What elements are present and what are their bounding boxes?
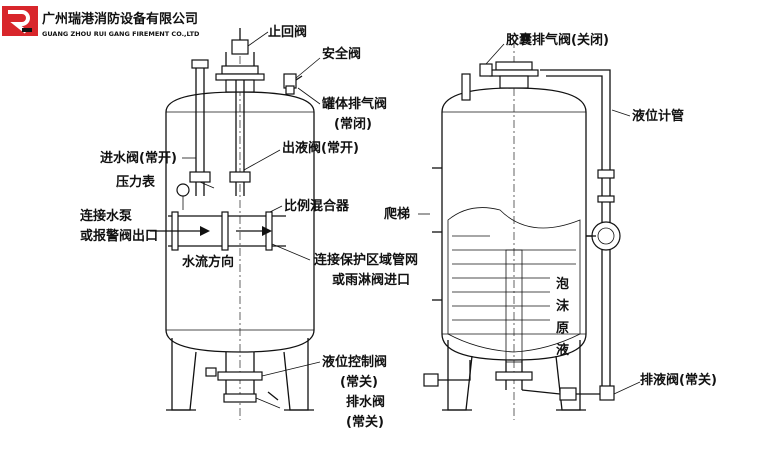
left-label-group: 止回阀 安全阀 罐体排气阀 (常闭) 进水阀(常开) 压力表 出液阀(常开) 比…	[80, 24, 418, 430]
label-foam-char-2: 沫	[556, 298, 570, 314]
sight-glass	[591, 221, 621, 251]
right-tank	[423, 40, 621, 420]
label-deluge-valve-inlet: 或雨淋阀进口	[332, 272, 410, 288]
label-foam-char-1: 泡	[556, 276, 569, 292]
liquid-drain-valve	[559, 387, 577, 401]
label-foam-char-4: 液	[556, 342, 569, 358]
left-leaders	[182, 31, 321, 409]
company-name-en: GUANG ZHOU RUI GANG FIREMENT CO.,LTD	[42, 30, 200, 38]
left-tank	[150, 28, 315, 420]
label-liquid-drain-valve: 排液阀(常关)	[640, 372, 717, 388]
outlet-valve	[229, 171, 251, 183]
company-logo: 广州瑞港消防设备有限公司 GUANG ZHOU RUI GANG FIREMEN…	[2, 6, 200, 38]
label-safety-valve: 安全阀	[322, 46, 361, 62]
label-foam-char-3: 原	[556, 321, 569, 336]
bladder-vent-valve	[479, 63, 493, 77]
inlet-valve	[189, 171, 211, 183]
label-inlet-valve: 进水阀(常开)	[100, 150, 177, 166]
label-water-flow: 水流方向	[182, 254, 234, 270]
ladder	[432, 167, 442, 301]
pressure-gauge	[176, 183, 190, 197]
company-name-cn: 广州瑞港消防设备有限公司	[42, 11, 198, 27]
label-pump-connection: 连接水泵	[80, 208, 132, 224]
label-drain-valve: 排水阀	[346, 394, 385, 410]
level-gauge-pipe	[540, 69, 611, 400]
foam-bladder	[447, 207, 581, 353]
check-valve	[231, 39, 249, 55]
label-zone-pipe-connection: 连接保护区域管网	[314, 252, 418, 268]
label-bladder-vent-valve: 胶囊排气阀(关闭)	[506, 32, 609, 48]
right-leaders	[418, 43, 641, 395]
label-normally-closed-2: (常关)	[340, 374, 378, 390]
label-check-valve: 止回阀	[268, 24, 307, 40]
label-pressure-gauge: 压力表	[116, 174, 156, 190]
label-normally-closed-3: (常关)	[346, 414, 384, 430]
right-label-group: 胶囊排气阀(关闭) 液位计管 爬梯 泡 沫 原 液 排液阀(常关)	[383, 32, 717, 388]
label-normally-closed: (常闭)	[334, 116, 372, 132]
perforated-tube	[505, 249, 523, 363]
label-tank-vent-valve: 罐体排气阀	[321, 96, 387, 112]
drain-valve	[223, 393, 257, 403]
label-level-gauge-pipe: 液位计管	[632, 108, 684, 124]
level-control-valve	[217, 371, 263, 381]
label-outlet-valve: 出液阀(常开)	[282, 140, 359, 156]
label-level-control-valve: 液位控制阀	[322, 354, 387, 370]
label-ladder: 爬梯	[383, 206, 410, 222]
label-proportional-mixer: 比例混合器	[284, 198, 350, 214]
label-alarm-valve-outlet: 或报警阀出口	[80, 228, 158, 244]
